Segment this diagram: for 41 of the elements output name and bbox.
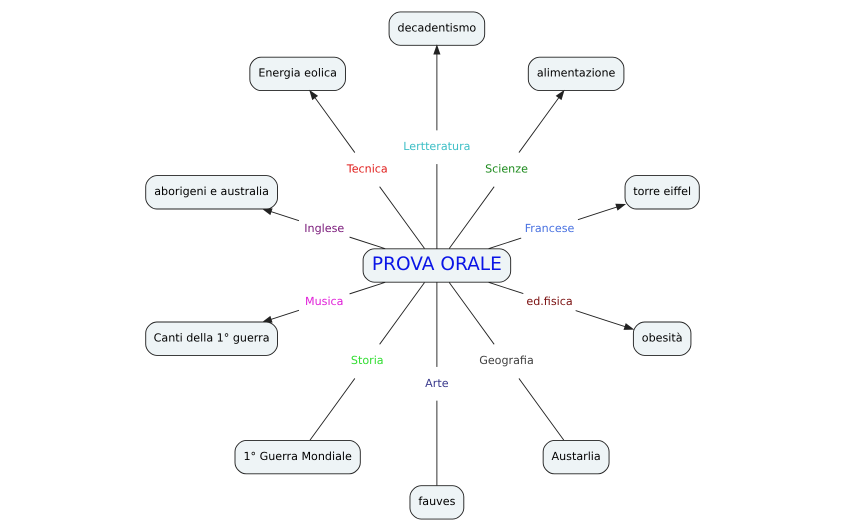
arrow [261, 208, 299, 222]
node-box: Energia eolica [248, 56, 346, 92]
node-text: Geografia [478, 354, 534, 368]
connector [518, 378, 564, 441]
arrow [574, 310, 634, 330]
node-text: Storia [350, 354, 384, 368]
connector [448, 282, 494, 345]
node-text: ed.fisica [526, 294, 572, 308]
connector [436, 400, 437, 486]
node-box: obesità [632, 322, 691, 356]
connector [488, 282, 524, 294]
node-box: fauves [409, 485, 464, 520]
arrow [261, 310, 299, 323]
node-text: Tecnica [346, 162, 388, 176]
connector [488, 238, 522, 250]
arrow [518, 90, 564, 154]
connector [436, 164, 437, 250]
node-box: PROVA ORALE [362, 248, 511, 283]
node-box: torre eiffel [624, 175, 700, 210]
connector [378, 186, 424, 249]
connector [436, 282, 437, 368]
node-text: Arte [424, 376, 448, 390]
arrow [432, 44, 440, 131]
node-box: Austarlia [542, 440, 610, 474]
arrow [308, 90, 355, 154]
connector [378, 282, 424, 345]
node-box: 1° Guerra Mondiale [234, 440, 360, 474]
node-box: decadentismo [388, 11, 485, 46]
node-text: Musica [304, 294, 343, 308]
node-text: Francese [524, 222, 574, 235]
node-text: Scienze [484, 162, 528, 176]
connector [348, 236, 386, 250]
node-box: aborigeni e australia [144, 175, 278, 210]
node-box: alimentazione [527, 56, 624, 92]
node-text: Inglese [304, 222, 344, 235]
connector [348, 282, 386, 294]
node-text: Lertteratura [402, 140, 470, 153]
arrow [576, 204, 626, 220]
connector [448, 186, 494, 249]
connector [309, 378, 355, 441]
node-box: Canti della 1° guerra [144, 322, 278, 356]
